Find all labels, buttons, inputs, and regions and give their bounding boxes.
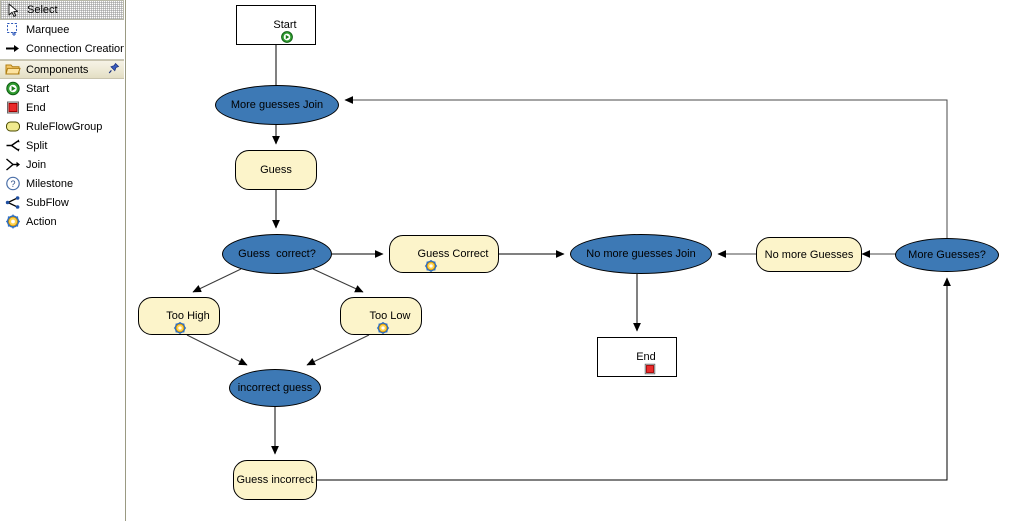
node-guess-incorrect[interactable]: Guess incorrect [233,460,317,500]
palette-item-end[interactable]: End [0,98,124,117]
flow-canvas[interactable]: Start More guesses Join Guess Guess corr… [131,0,1019,521]
start-green-play-icon [5,81,21,96]
svg-text:?: ? [10,179,15,189]
palette-panel: Select Marquee [0,0,126,521]
node-start[interactable]: Start [236,5,316,45]
edge-more-guesses-q-to-more-guesses-join [344,96,948,238]
palette-item-join[interactable]: Join [0,155,124,174]
pin-icon[interactable] [108,62,120,77]
ruleflowgroup-yellow-rounded-icon [5,119,21,134]
node-end[interactable]: End [597,337,677,377]
edge-too-high-to-incorrect-guess [186,334,248,366]
folder-open-icon [5,62,21,77]
node-more-guesses-join[interactable]: More guesses Join [215,85,339,125]
palette-tool-label: Marquee [26,23,70,36]
node-label: incorrect guess [237,382,313,394]
palette-item-label: End [26,101,46,114]
palette-tool-label: Select [27,4,58,16]
end-red-square-icon [618,350,655,374]
palette-item-label: Milestone [26,177,74,190]
join-icon [5,157,21,172]
node-too-high[interactable]: Too High [138,297,220,335]
node-label: No more guesses Join [586,248,696,260]
palette-content: Select Marquee [0,0,124,521]
palette-tool-connection-creation[interactable]: Connection Creation [0,39,124,58]
node-label: Guess correct? [238,248,316,260]
connector-layer [186,45,951,481]
node-label: Guess incorrect [236,474,314,486]
palette-item-label: Split [26,139,48,152]
node-incorrect-guess[interactable]: incorrect guess [229,369,321,407]
node-too-low[interactable]: Too Low [340,297,422,335]
node-label: More guesses Join [230,99,324,111]
palette-item-label: Action [26,215,57,228]
action-gear-icon [352,309,389,334]
node-label: End [636,351,656,363]
node-label: Start [273,19,297,31]
palette-item-label: SubFlow [26,196,69,209]
edge-guess-correct-q-to-too-low [312,268,364,293]
end-red-square-icon [5,100,21,115]
node-label: Guess Correct [417,248,489,260]
action-gear-icon [400,247,438,272]
marquee-icon [5,22,21,37]
node-no-more-guesses-join[interactable]: No more guesses Join [570,234,712,274]
arrow-cursor-icon [6,3,22,18]
node-label: Guess [260,164,292,176]
palette-drawer-label: Components [26,63,89,76]
node-guess[interactable]: Guess [235,150,317,190]
palette-item-start[interactable]: Start [0,79,124,98]
action-gear-icon [148,309,186,334]
node-guess-correct[interactable]: Guess Correct [389,235,499,273]
palette-item-subflow[interactable]: SubFlow [0,193,124,212]
start-green-play-icon [255,18,293,43]
subflow-icon [5,195,21,210]
node-label: Too High [166,310,210,322]
palette-item-label: RuleFlowGroup [26,120,103,133]
palette-tool-select[interactable]: Select [0,0,124,20]
palette-item-action[interactable]: Action [0,212,124,231]
palette-item-split[interactable]: Split [0,136,124,155]
node-more-guesses-question[interactable]: More Guesses? [895,238,999,272]
edge-guess-incorrect-to-more-guesses-q [315,277,951,481]
milestone-question-icon: ? [5,176,21,191]
palette-tool-marquee[interactable]: Marquee [0,20,124,39]
arrow-right-icon [5,41,21,56]
split-icon [5,138,21,153]
palette-item-ruleflowgroup[interactable]: RuleFlowGroup [0,117,124,136]
palette-item-label: Join [26,158,47,171]
palette-item-milestone[interactable]: ? Milestone [0,174,124,193]
action-gear-icon [5,214,21,229]
edge-too-low-to-incorrect-guess [306,334,370,366]
node-label: More Guesses? [908,249,986,261]
edge-guess-correct-q-to-too-high [192,268,242,293]
palette-drawer-components[interactable]: Components [0,60,124,79]
node-label: No more Guesses [764,248,854,261]
palette-divider [0,59,124,60]
node-no-more-guesses[interactable]: No more Guesses [756,237,862,272]
palette-tool-label: Connection Creation [26,42,124,55]
node-label: Too Low [369,310,411,322]
palette-item-label: Start [26,82,50,95]
node-guess-correct-question[interactable]: Guess correct? [222,234,332,274]
